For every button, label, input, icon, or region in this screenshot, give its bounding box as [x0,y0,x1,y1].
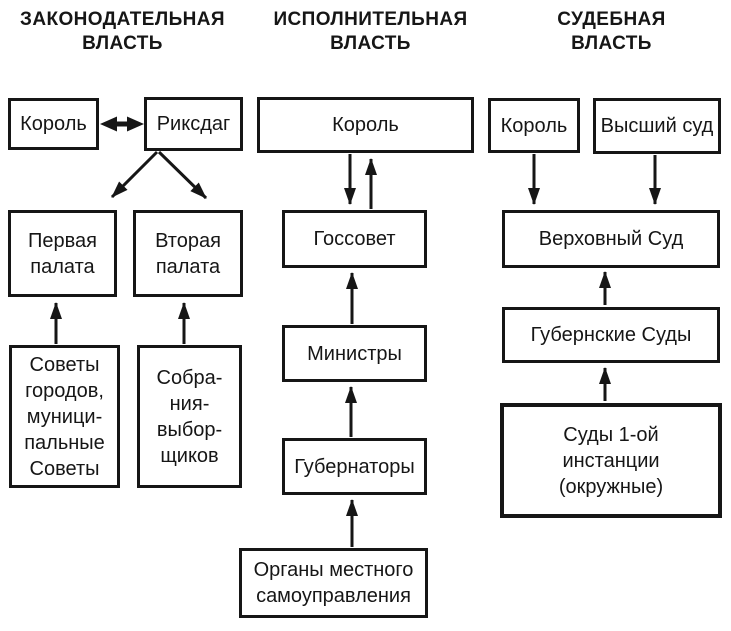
node-governors: Губернаторы [282,438,427,495]
arrow-riksdag-to-first-chamber [110,150,159,199]
node-first-instance-courts: Суды 1-ой инстанции (окружные) [500,403,722,518]
arrow-riksdag-to-second-chamber [157,150,208,200]
node-supreme-court: Верховный Суд [502,210,720,268]
header-executive-power: ИСПОЛНИТЕЛЬНАЯ ВЛАСТЬ [273,9,468,54]
node-elector-assemblies: Собра- ния- выбор- щиков [137,345,242,488]
node-province-courts: Губернские Суды [502,307,720,363]
node-executive-king: Король [257,97,474,153]
node-local-self-government: Органы местного самоуправления [239,548,428,618]
node-first-chamber: Первая палата [8,210,117,297]
arrow-king-riksdag-double [100,116,144,132]
header-judicial-power: СУДЕБНАЯ ВЛАСТЬ [557,9,666,54]
node-legislative-king: Король [8,98,99,150]
node-state-council: Госсовет [282,210,427,268]
node-city-councils: Советы городов, муници- пальные Советы [9,345,120,488]
node-judicial-king: Король [488,98,580,153]
node-ministers: Министры [282,325,427,382]
node-second-chamber: Вторая палата [133,210,243,297]
node-higher-court: Высший суд [593,98,721,154]
node-riksdag: Риксдаг [144,97,243,151]
header-legislative-power: ЗАКОНОДАТЕЛЬНАЯ ВЛАСТЬ [20,9,225,54]
